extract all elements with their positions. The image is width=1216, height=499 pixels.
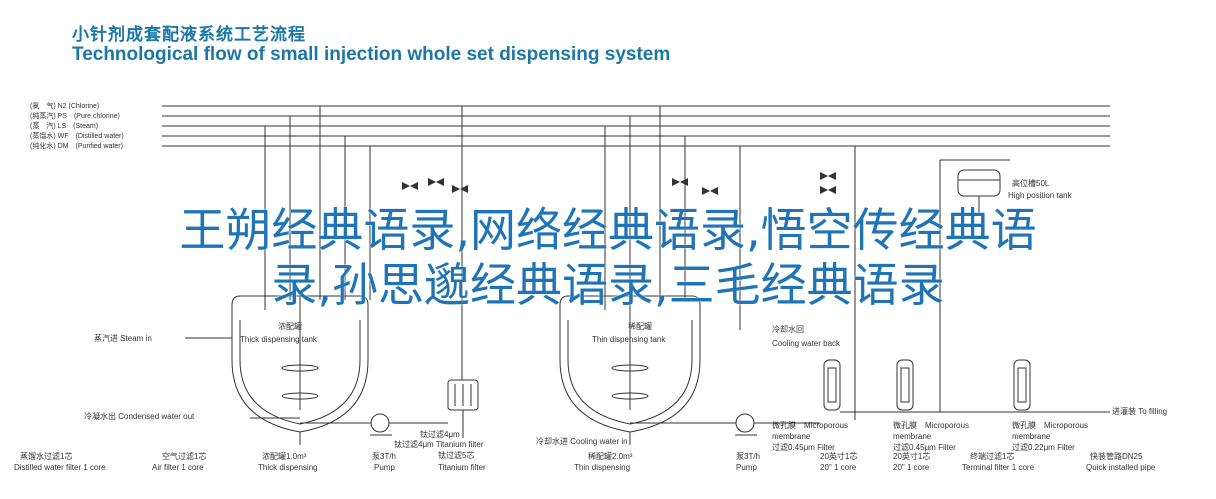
micro-filter-label: 微孔膜 Microporous <box>1012 420 1088 430</box>
overlay-text-line-1: 王朔经典语录,网络经典语录,悟空传经典语 <box>179 203 1037 257</box>
to-filling-label: 进灌装 To filling <box>1112 406 1167 416</box>
micro-filter-label: 微孔膜 Microporous <box>893 420 969 430</box>
titanium-filter-bot-label-2: Titanium filter <box>438 463 486 472</box>
bottom-label: Air filter 1 core <box>152 463 204 472</box>
bottom-label: Pump <box>374 463 395 472</box>
legend-item: (蒸 汽) LS (Steam) <box>30 121 98 130</box>
bottom-label: 快装管路DN25 <box>1090 451 1143 461</box>
bottom-label: 终端过滤1芯 <box>970 451 1014 461</box>
bottom-label: 泵3T/h <box>372 452 396 461</box>
thin-tank-label-cn: 稀配罐 <box>628 321 652 331</box>
bottom-label: 浓配罐1.0m³ <box>262 451 307 461</box>
titanium-filter-mid-label-1: 钛过滤4μm <box>420 429 460 439</box>
steam-in-pipe <box>185 337 300 419</box>
legend-item: (纯化水) DM (Purified water) <box>30 141 123 150</box>
drops-right <box>604 106 856 420</box>
bottom-label: 稀配罐2.0m³ <box>588 451 633 461</box>
micro-filter-label: membrane <box>1012 432 1051 441</box>
bottom-label: Distilled water filter 1 core <box>14 463 106 472</box>
bottom-label: 空气过滤1芯 <box>162 451 206 461</box>
thick-tank-label-cn: 浓配罐 <box>278 321 302 331</box>
micro-filter-label: 微孔膜 Microporous <box>772 420 848 430</box>
thin-tank-label-en: Thin dispensing tank <box>592 335 666 344</box>
micro-filter-label: 过滤0.22μm Filter <box>1012 442 1075 452</box>
title-english: Technological flow of small injection wh… <box>72 44 671 65</box>
micro-filter-label: membrane <box>893 432 932 441</box>
micro-filter-label: 过滤0.45μm Filter <box>772 442 835 452</box>
pump-left <box>300 413 448 436</box>
thick-dispensing-tank <box>231 295 369 445</box>
bottom-label: 20" 1 core <box>893 463 930 472</box>
bottom-label: Terminal filter 1 core <box>962 463 1035 472</box>
titanium-filter-top-label: 钛过滤4μm Titanium filter <box>394 439 484 449</box>
pipe-legend: (氯 气) N2 (Chlorine) (纯蒸汽) PS (Pure chlor… <box>30 101 124 150</box>
bottom-label: 20英寸1芯 <box>820 451 857 461</box>
microporous-filters <box>823 359 1110 413</box>
bottom-label: 20" 1 core <box>820 463 857 472</box>
titanium-filter-bot-label-1: 钛过滤5芯 <box>438 450 474 460</box>
valves <box>402 172 836 195</box>
high-tank-label-en: High position tank <box>1008 191 1073 200</box>
header-pipes <box>162 105 1110 147</box>
cooling-in-label: 冷却水进 Cooling water in <box>536 436 628 446</box>
thick-tank-label-en: Thick dispensing tank <box>240 335 318 344</box>
legend-item: (纯蒸汽) PS (Pure chlorine) <box>30 111 120 120</box>
micro-filter-label: 过滤0.45μm Filter <box>893 442 956 452</box>
bottom-label: Thick dispensing <box>258 463 318 472</box>
drops-left <box>264 106 463 380</box>
title-chinese: 小针剂成套配液系统工艺流程 <box>72 25 306 45</box>
high-position-tank <box>939 159 1010 412</box>
legend-item: (蒸馏水) WF (Distilled water) <box>30 131 124 140</box>
condensed-out-label: 冷凝水出 Condensed water out <box>84 411 195 421</box>
pump-right <box>630 413 820 436</box>
micro-filter-label: membrane <box>772 432 811 441</box>
bottom-label: Pump <box>736 463 757 472</box>
thin-dispensing-tank <box>559 295 701 445</box>
high-tank-label-cn: 高位槽50L <box>1012 178 1050 188</box>
steam-in-label: 蒸汽进 Steam in <box>94 333 152 343</box>
titanium-filter <box>447 379 479 438</box>
legend-item: (氯 气) N2 (Chlorine) <box>30 101 99 110</box>
cooling-back-label-en: Cooling water back <box>772 339 841 348</box>
bottom-label: 泵3T/h <box>736 452 760 461</box>
bottom-label: 20英寸1芯 <box>893 451 930 461</box>
bottom-label: 蒸馏水过滤1芯 <box>20 451 72 461</box>
overlay-text-line-2: 录,孙思邈经典语录,三毛经典语录 <box>271 258 945 312</box>
bottom-label: Thin dispensing <box>574 463 630 472</box>
cooling-back-label-cn: 冷却水回 <box>772 324 804 334</box>
bottom-label: Quick installed pipe <box>1086 463 1156 472</box>
